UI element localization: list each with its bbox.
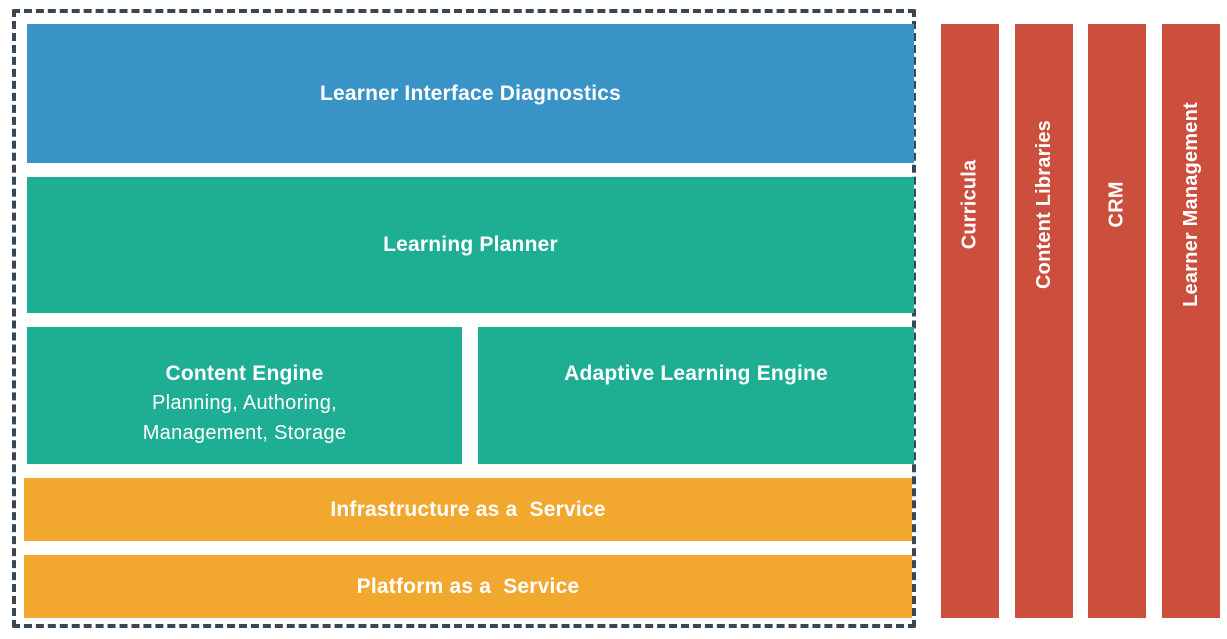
crm-column: CRM <box>1088 24 1146 618</box>
infrastructure-as-a-service-layer: Infrastructure as a Service <box>24 478 912 541</box>
learning-planner-layer: Learning Planner <box>27 177 914 313</box>
content-engine-label: Content Engine <box>165 362 324 385</box>
learner-interface-diagnostics-layer: Learner Interface Diagnostics <box>27 24 914 163</box>
paas-label: Platform as a Service <box>356 574 580 598</box>
adaptive-learning-engine-block: Adaptive Learning Engine <box>478 327 914 464</box>
iaas-label: Infrastructure as a Service <box>330 497 606 521</box>
content-engine-block: Content Engine Planning, Authoring, Mana… <box>27 327 462 464</box>
platform-as-a-service-layer: Platform as a Service <box>24 555 912 618</box>
curricula-column: Curricula <box>941 24 999 618</box>
learner-interface-diagnostics-label: Learner Interface Diagnostics <box>319 81 622 105</box>
content-engine-desc-line-1: Planning, Authoring, <box>151 392 337 414</box>
crm-label: CRM <box>1105 180 1128 228</box>
content-libraries-column: Content Libraries <box>1015 24 1073 618</box>
learning-planner-label: Learning Planner <box>383 233 558 256</box>
curricula-label: Curricula <box>958 159 981 249</box>
adaptive-learning-engine-label: Adaptive Learning Engine <box>564 362 828 385</box>
content-libraries-label: Content Libraries <box>1032 119 1055 289</box>
content-engine-desc-line-2: Management, Storage <box>142 422 347 444</box>
learner-management-label: Learner Management <box>1179 101 1202 307</box>
learner-management-column: Learner Management <box>1162 24 1220 618</box>
platform-boundary <box>12 9 916 628</box>
